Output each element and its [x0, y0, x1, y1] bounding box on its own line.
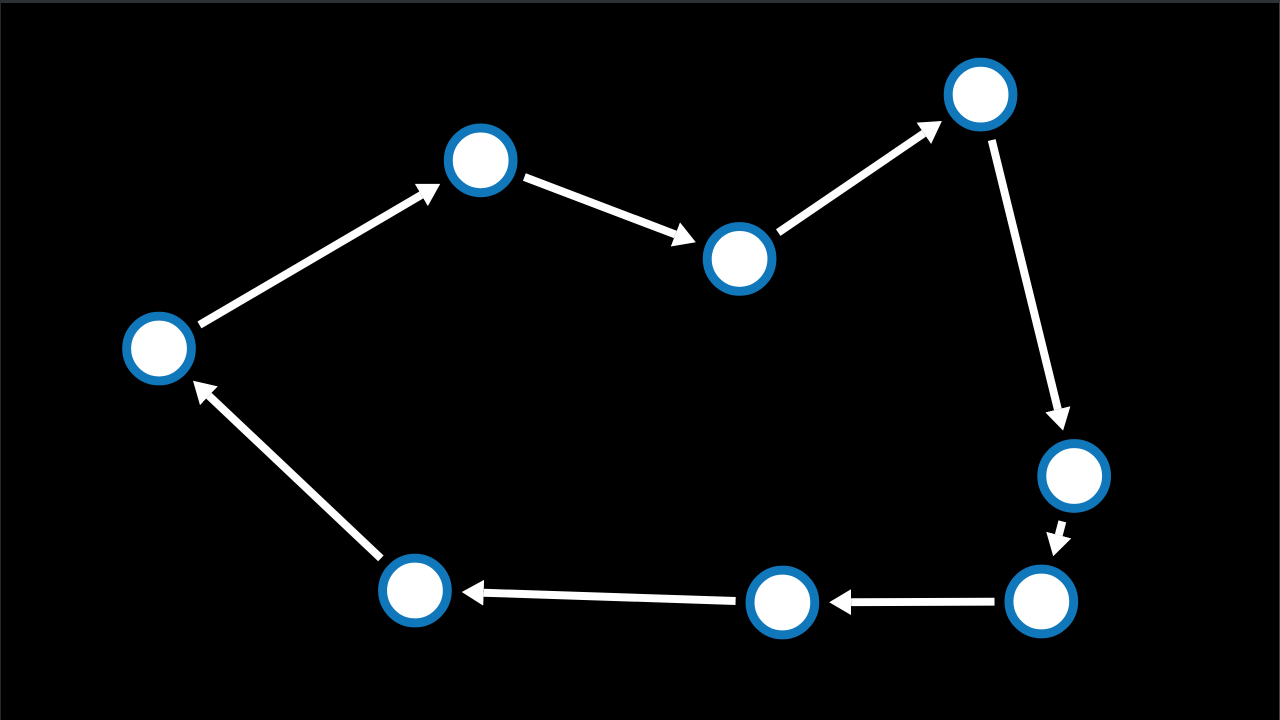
node-bottom-right	[1004, 564, 1079, 639]
node-left	[122, 311, 196, 386]
cycle-diagram	[122, 57, 1112, 640]
edge-arrow-node-left-to-node-top-left	[197, 183, 441, 329]
edge-arrow-node-bottom-middle-to-node-bottom-left	[461, 579, 736, 606]
edges-layer	[192, 121, 1072, 616]
edge-arrow-node-top-left-to-node-top-middle	[522, 173, 696, 247]
node-bottom-middle	[745, 565, 820, 640]
node-top-right	[943, 57, 1018, 132]
node-right	[1037, 439, 1112, 513]
node-top-middle	[702, 222, 777, 296]
node-top-left	[443, 123, 518, 198]
edge-arrow-node-top-middle-to-node-top-right	[775, 121, 942, 236]
edge-arrow-node-right-to-node-bottom-right	[1046, 520, 1072, 557]
edge-arrow-node-top-right-to-node-right	[987, 139, 1071, 431]
edge-arrow-node-bottom-left-to-node-left	[192, 380, 384, 562]
nodes-layer	[122, 57, 1112, 640]
node-bottom-left	[378, 553, 452, 628]
